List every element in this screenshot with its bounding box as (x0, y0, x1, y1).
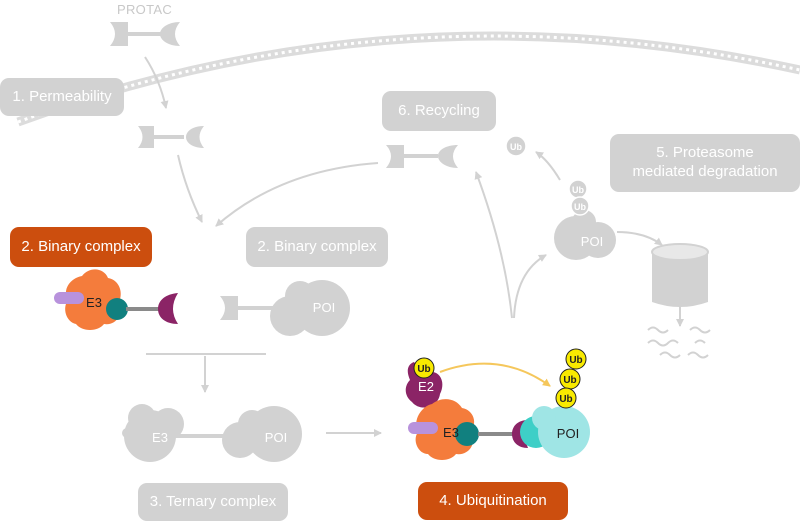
proteasome-icon (651, 243, 709, 307)
e2-label: E2 (418, 379, 434, 394)
process-arrows (144, 56, 684, 437)
protac-inside-icon (138, 126, 204, 148)
ub-tags-inactive (505, 135, 590, 216)
ub-label: Ub (572, 185, 584, 195)
step-recycling: 6. Recycling (382, 91, 496, 131)
poi-label-ternary: POI (265, 430, 287, 445)
step-ternary-complex: 3. Ternary complex (138, 483, 288, 521)
e3-label-ternary: E3 (152, 430, 168, 445)
step-proteasome-degradation: 5. Proteasome mediated degradation (610, 134, 800, 192)
step-ubiquitination: 4. Ubiquitination (418, 482, 568, 520)
ub-label: Ub (569, 355, 582, 366)
ub-label: Ub (417, 364, 430, 375)
poi-label-binary: POI (313, 300, 335, 315)
poi-label-ubiquitination: POI (557, 426, 579, 441)
ub-label: Ub (563, 375, 576, 386)
protac-outside-icon (110, 22, 180, 46)
step-binary-complex-inactive: 2. Binary complex (246, 227, 388, 267)
ub-label: Ub (510, 142, 522, 152)
protac-recycled-icon (386, 145, 458, 168)
poi-label-tagged: POI (581, 234, 603, 249)
ub-label: Ub (574, 202, 586, 212)
ubiquitination-complex (405, 362, 590, 460)
peptide-fragments (647, 326, 711, 359)
protac-title: PROTAC (117, 2, 173, 17)
e3-label-binary: E3 (86, 295, 102, 310)
e3-label-ubiquitination: E3 (443, 425, 459, 440)
step-permeability: 1. Permeability (0, 78, 124, 116)
step-binary-complex-active: 2. Binary complex (10, 227, 152, 267)
ub-tags-active (413, 348, 587, 409)
ternary-complex (122, 404, 302, 462)
binary-complex-poi (220, 280, 350, 336)
binary-complex-e3 (54, 269, 178, 330)
poi-tagged (554, 210, 616, 260)
cell-membrane (16, 31, 800, 127)
ub-label: Ub (559, 394, 572, 405)
